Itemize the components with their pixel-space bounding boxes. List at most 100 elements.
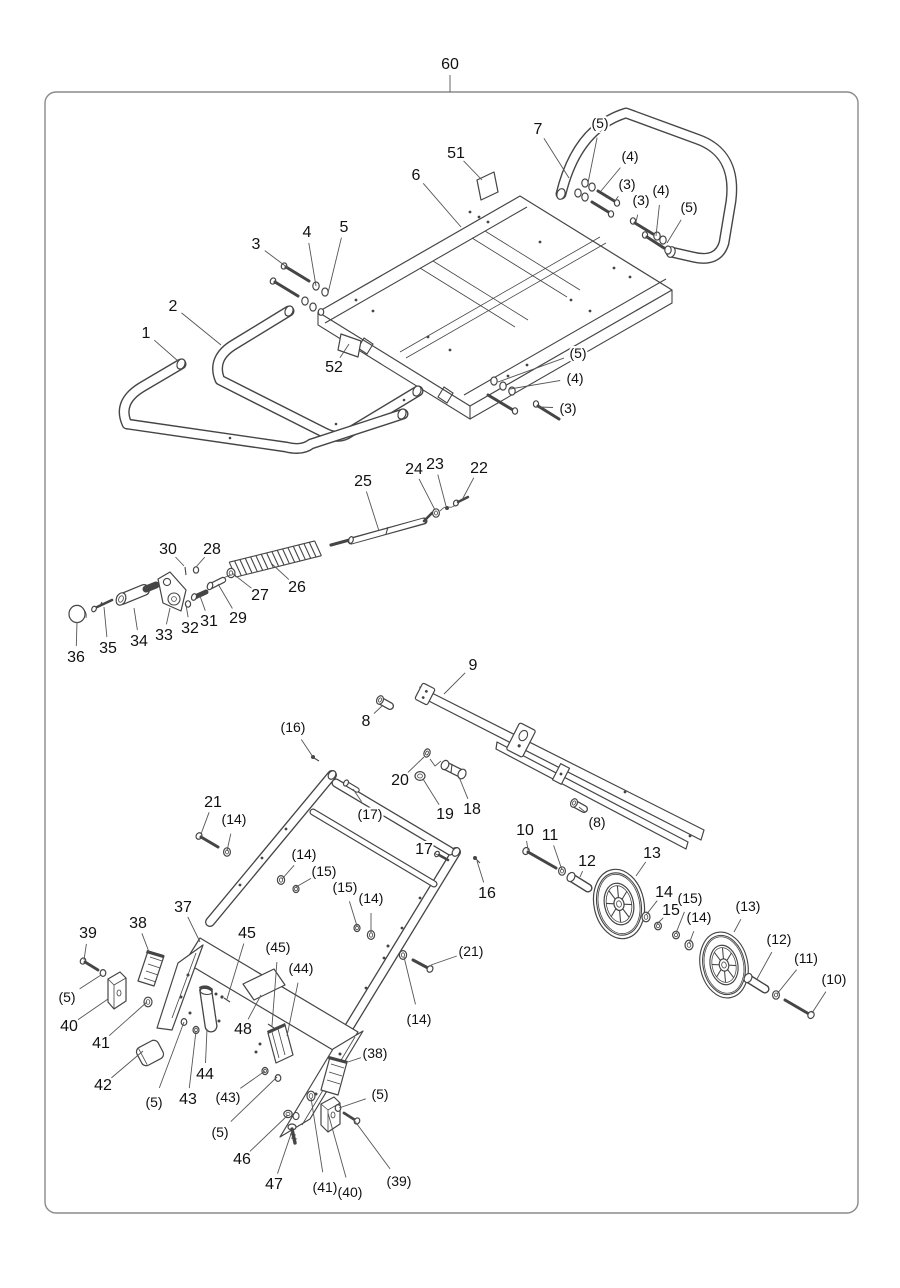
callout-leader [418,478,436,511]
grip-pad-38 [137,950,165,987]
arm-mid-block [506,722,536,758]
callout-leader [230,1076,278,1122]
callout-leader [811,991,827,1014]
pin-30 [184,566,187,576]
callout-label: (11) [794,950,818,966]
callout-leader [422,778,440,805]
callout-leader [83,943,87,961]
callout-leader [185,604,189,618]
callout-leader [226,943,245,1000]
callout-leader [300,739,314,758]
spring-26 [228,540,322,578]
axle-hardware [522,846,815,1020]
callout-leader [158,1021,185,1089]
callout-label: (16) [281,719,306,735]
callout-label: 45 [238,925,256,942]
bushing-8b [569,798,588,813]
callout-label: 20 [391,772,409,789]
callout-label: (12) [767,931,792,947]
callout-label: (10) [822,971,847,987]
callout-leader [578,806,586,813]
callout-label: 22 [470,460,488,477]
callout-label: 52 [325,359,343,376]
wheel-13b [699,931,749,999]
callout-label: 1 [142,325,151,342]
lever-33 [157,571,187,612]
plate-51 [476,171,499,201]
callout-label: (14) [359,890,384,906]
callout-label: 24 [405,461,423,478]
callout-leader [327,1112,347,1178]
callout-leader [543,138,570,179]
callout-leader [327,237,342,294]
callout-leader [600,167,621,192]
foot-cap-42 [135,1039,165,1067]
wheels-drawing [522,846,815,1020]
leg-frame-drawing [79,755,481,1145]
callout-label: 15 [662,902,680,919]
callout-label: 29 [229,610,247,627]
callout-leader [277,1130,293,1174]
callout-label: (8) [588,814,605,830]
rod-end-parts-22-23-24 [432,495,470,518]
callout-label: 31 [200,613,218,630]
callout-leader [348,901,358,927]
callout-leader [579,870,584,878]
callout-label: 8 [362,713,371,730]
callout-leader [103,606,108,638]
callout-leader [526,840,529,851]
callout-label: (5) [371,1086,388,1102]
callout-leader [373,705,383,714]
callout-label: 18 [463,801,481,818]
callout-leader [353,1119,391,1170]
callout-label: 38 [129,915,147,932]
callout-leader [141,933,150,953]
callout-label: 17 [415,841,433,858]
bracket-40 [107,971,127,1010]
callout-leader [675,911,685,934]
latch-linkage-drawing [68,495,470,624]
callout-leader [308,242,317,287]
callout-leader [433,852,439,856]
callout-leader [645,900,658,916]
callout-label: (4) [621,148,638,164]
callout-leader [338,1098,366,1109]
callout-leader [339,343,350,359]
sleeve-34 [115,581,160,606]
callout-leader [614,196,619,202]
callout-leader [461,477,475,501]
callout-leader [205,1028,208,1064]
callout-label: (5) [145,1094,162,1110]
callout-leader [295,878,312,888]
callout-label: 42 [94,1077,112,1094]
callout-leader [310,1097,324,1173]
callout-leader [497,357,565,383]
callout-leader [656,917,664,925]
callout-label: (43) [216,1089,241,1105]
plate-52 [337,333,362,358]
callout-label: (13) [736,898,761,914]
callout-label: (5) [680,199,697,215]
callout-leader [756,951,773,980]
callout-label: 48 [234,1021,252,1038]
callout-label: 11 [542,827,559,844]
clamp-44 [188,985,231,1033]
callout-leader [430,955,457,966]
callout-label: 44 [196,1066,214,1083]
leg-tubes [205,770,461,1047]
callout-leader [249,1114,289,1152]
bolt-group-543-bottom [486,376,561,421]
callout-label: (5) [569,345,586,361]
callout-leader [407,756,425,773]
callout-leader [281,865,295,880]
callout-label: (4) [652,182,669,198]
callout-leader [77,998,109,1021]
callout-leader [347,1057,361,1063]
callout-label: (44) [289,960,314,976]
callout-label: 23 [426,456,444,473]
callout-label: 46 [233,1151,251,1168]
callout-label: (3) [632,192,649,208]
callout-leader [422,183,462,228]
